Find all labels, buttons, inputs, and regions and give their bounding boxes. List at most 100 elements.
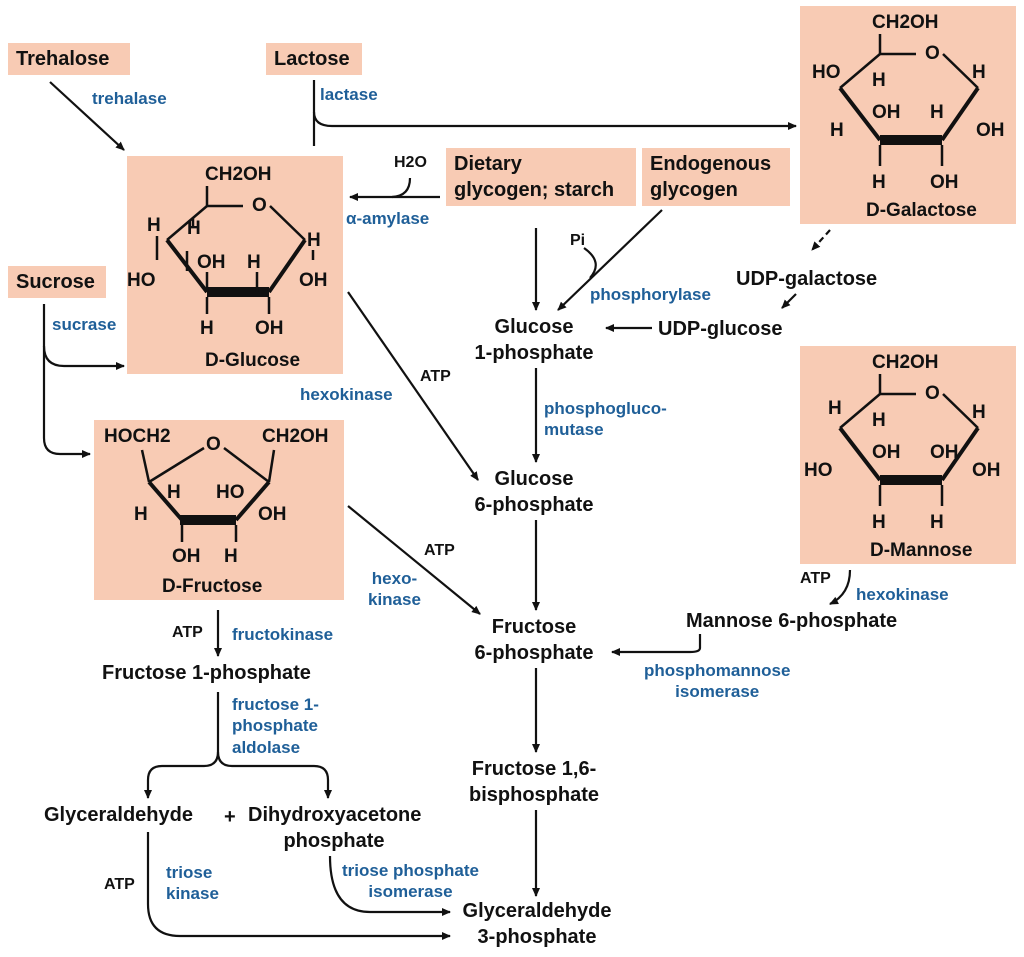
svg-text:OH: OH (172, 546, 201, 567)
endogenous-glycogen-box (642, 148, 790, 206)
svg-text:OH: OH (299, 270, 328, 291)
trehalose-label: Trehalose (16, 48, 110, 70)
svg-text:H: H (872, 410, 886, 431)
svg-text:H: H (224, 546, 238, 567)
svg-text:H: H (872, 70, 886, 91)
galactose-name: D-Galactose (866, 200, 977, 221)
svg-text:CH2OH: CH2OH (872, 12, 939, 33)
arrow-glyceraldehyde-g3p (146, 832, 451, 940)
enzyme-trehalase: trehalase (92, 89, 167, 108)
svg-text:H: H (134, 504, 148, 525)
fructose-1-6-bisphosphate: Fructose 1,6-bisphosphate (468, 758, 599, 806)
arrow-water-curve (391, 177, 412, 199)
lactose-box (266, 43, 362, 75)
cofactor-pi: Pi (570, 232, 586, 249)
sucrose-label: Sucrose (16, 271, 95, 293)
svg-text:OH: OH (872, 442, 901, 463)
svg-text:OH: OH (255, 318, 284, 339)
arrow-udpgal-udpglc (781, 293, 797, 309)
svg-text:H: H (200, 318, 214, 339)
svg-text:H: H (147, 215, 161, 236)
cofactor-water: H2O (394, 154, 427, 171)
fructose-name: D-Fructose (162, 576, 262, 597)
glucose-box (127, 156, 343, 374)
trehalose-box (8, 43, 130, 75)
udp-galactose: UDP-galactose (736, 268, 878, 290)
svg-text:O: O (252, 195, 267, 216)
cofactor-atp-glucose: ATP (420, 368, 451, 385)
mannose-6-phosphate: Mannose 6-phosphate (686, 610, 898, 632)
enzyme-lactase: lactase (320, 85, 378, 104)
mannose-box (800, 346, 1016, 564)
svg-text:CH2OH: CH2OH (262, 426, 329, 447)
svg-text:H: H (307, 230, 321, 251)
mannose-name: D-Mannose (870, 540, 972, 561)
sucrose-box (8, 266, 106, 298)
glucose-structure: CH2OH O H H HO OH H H OH H OH D-Glucose (127, 164, 328, 371)
svg-text:H: H (872, 172, 886, 193)
mannose-structure: CH2OH O H H HO OH OH H H H OH D-Mannose (804, 352, 1001, 561)
arrow-trehalose-glucose (49, 81, 125, 151)
svg-text:O: O (925, 43, 940, 64)
svg-text:HO: HO (216, 482, 245, 503)
svg-text:OH: OH (930, 172, 959, 193)
enzyme-phosphorylase: phosphorylase (590, 285, 711, 304)
galactose-box (800, 6, 1016, 224)
svg-text:OH: OH (872, 102, 901, 123)
fructose-structure: HOCH2 CH2OH O H H HO OH OH H D-Fructose (104, 426, 329, 597)
svg-text:H: H (830, 120, 844, 141)
svg-text:H: H (167, 482, 181, 503)
enzyme-hexokinase-mannose: hexokinase (856, 585, 949, 604)
svg-text:OH: OH (930, 442, 959, 463)
plus-sign: + (224, 806, 236, 828)
lactose-label: Lactose (274, 48, 350, 70)
svg-text:OH: OH (197, 252, 226, 273)
enzyme-phosphoglucomutase: phosphogluco-mutase (544, 399, 667, 440)
fructose-box (94, 420, 344, 600)
cofactor-atp-fructose: ATP (424, 542, 455, 559)
svg-text:HO: HO (812, 62, 841, 83)
svg-text:OH: OH (972, 460, 1001, 481)
glucose-name: D-Glucose (205, 350, 300, 371)
arrow-endo-g1p (557, 209, 663, 311)
svg-text:HO: HO (804, 460, 833, 481)
svg-text:OH: OH (258, 504, 287, 525)
cofactor-atp-triose: ATP (104, 876, 135, 893)
svg-text:CH2OH: CH2OH (872, 352, 939, 373)
arrow-galactose-udpgal (811, 229, 831, 251)
arrow-fructose-f6p (347, 505, 481, 615)
arrow-pi-curve (583, 247, 597, 279)
arrow-f1p-split (144, 692, 220, 799)
svg-text:H: H (247, 252, 261, 273)
svg-text:H: H (930, 512, 944, 533)
enzyme-hexokinase-glucose: hexokinase (300, 385, 393, 404)
glyceraldehyde: Glyceraldehyde (44, 804, 193, 826)
fructose-1-phosphate: Fructose 1-phosphate (102, 662, 311, 684)
svg-text:HO: HO (127, 270, 156, 291)
arrow-f1p-dhap (216, 751, 332, 799)
svg-text:H: H (187, 218, 201, 239)
svg-text:H: H (972, 402, 986, 423)
arrow-m6p-f6p (611, 634, 702, 656)
arrow-dhap-g3p (328, 855, 451, 916)
svg-text:H: H (930, 102, 944, 123)
dietary-glycogen-box (446, 148, 636, 206)
cofactor-atp-mannose: ATP (800, 570, 831, 587)
glucose-ch2oh: CH2OH (205, 164, 272, 185)
svg-text:OH: OH (976, 120, 1005, 141)
svg-text:O: O (925, 383, 940, 404)
arrow-lactose-galactose (312, 111, 797, 130)
arrow-sucrose-trunk (42, 304, 91, 458)
galactose-structure: CH2OH O HO H H OH H H OH H OH D-Galactos… (812, 12, 1005, 221)
